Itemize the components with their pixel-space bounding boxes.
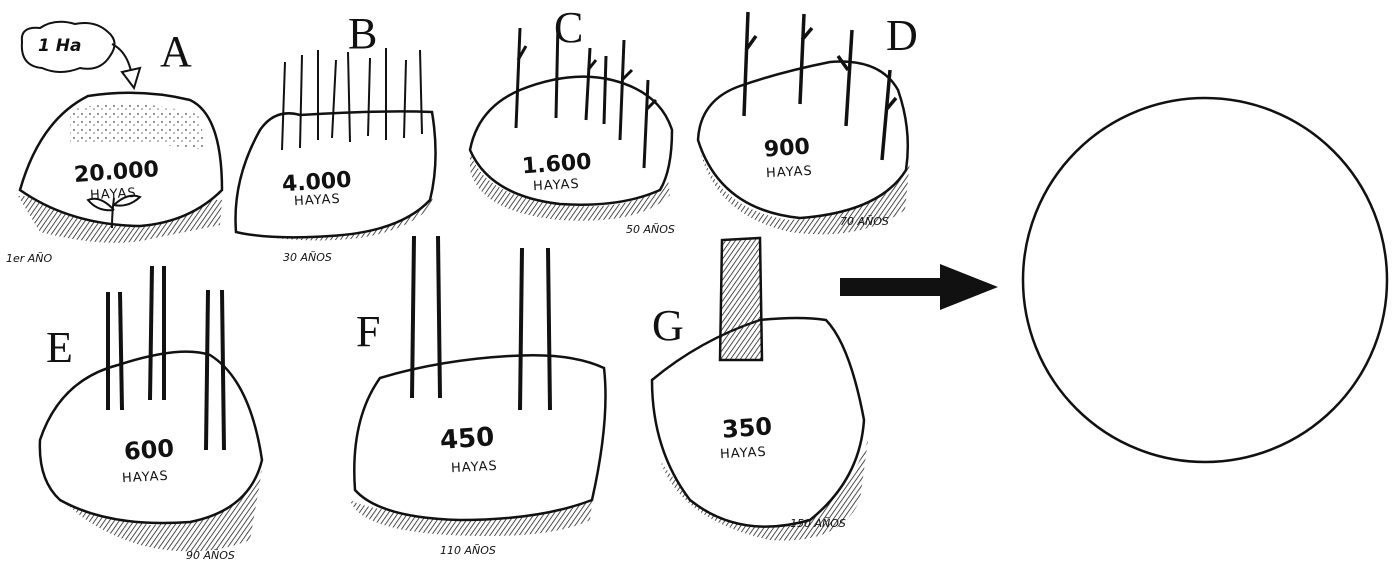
plot-e: [40, 266, 262, 551]
panel-g-age: 150 AÑOS: [790, 517, 846, 530]
arrow-icon: [122, 68, 140, 88]
panel-g-letter: G: [652, 304, 684, 348]
plot-b: [236, 48, 437, 240]
panel-e-age: 90 AÑOS: [186, 549, 235, 562]
plot-d: [698, 12, 910, 234]
plot-g: [652, 238, 868, 541]
panel-a-unit: HAYAS: [90, 186, 137, 203]
panel-g-count: 350: [721, 412, 773, 443]
panel-f-letter: F: [356, 310, 380, 354]
hectare-label: 1 Ha: [38, 36, 81, 56]
empty-answer-circle: [1023, 98, 1387, 462]
panel-f-count: 450: [439, 422, 495, 456]
panel-b-unit: HAYAS: [294, 192, 341, 209]
panel-c-count: 1.600: [521, 150, 592, 180]
plot-f: [350, 236, 606, 536]
panel-a-letter: A: [160, 30, 192, 74]
panel-g-unit: HAYAS: [720, 445, 767, 462]
panel-d-age: 70 AÑOS: [840, 215, 889, 228]
panel-e-count: 600: [123, 434, 175, 465]
panel-b-age: 30 AÑOS: [283, 251, 332, 264]
panel-c-unit: HAYAS: [533, 177, 580, 194]
panel-e-letter: E: [46, 326, 73, 370]
panel-a-age: 1er AÑO: [6, 252, 52, 265]
panel-f-age: 110 AÑOS: [440, 544, 496, 557]
panel-c-letter: C: [554, 6, 583, 50]
panel-b-letter: B: [348, 12, 377, 56]
panel-c-age: 50 AÑOS: [626, 223, 675, 236]
right-arrow-icon: [840, 264, 998, 310]
panel-d-letter: D: [886, 14, 918, 58]
panel-e-unit: HAYAS: [122, 469, 169, 486]
panel-d-count: 900: [763, 134, 811, 162]
panel-f-unit: HAYAS: [451, 459, 498, 476]
panel-d-unit: HAYAS: [766, 164, 813, 181]
